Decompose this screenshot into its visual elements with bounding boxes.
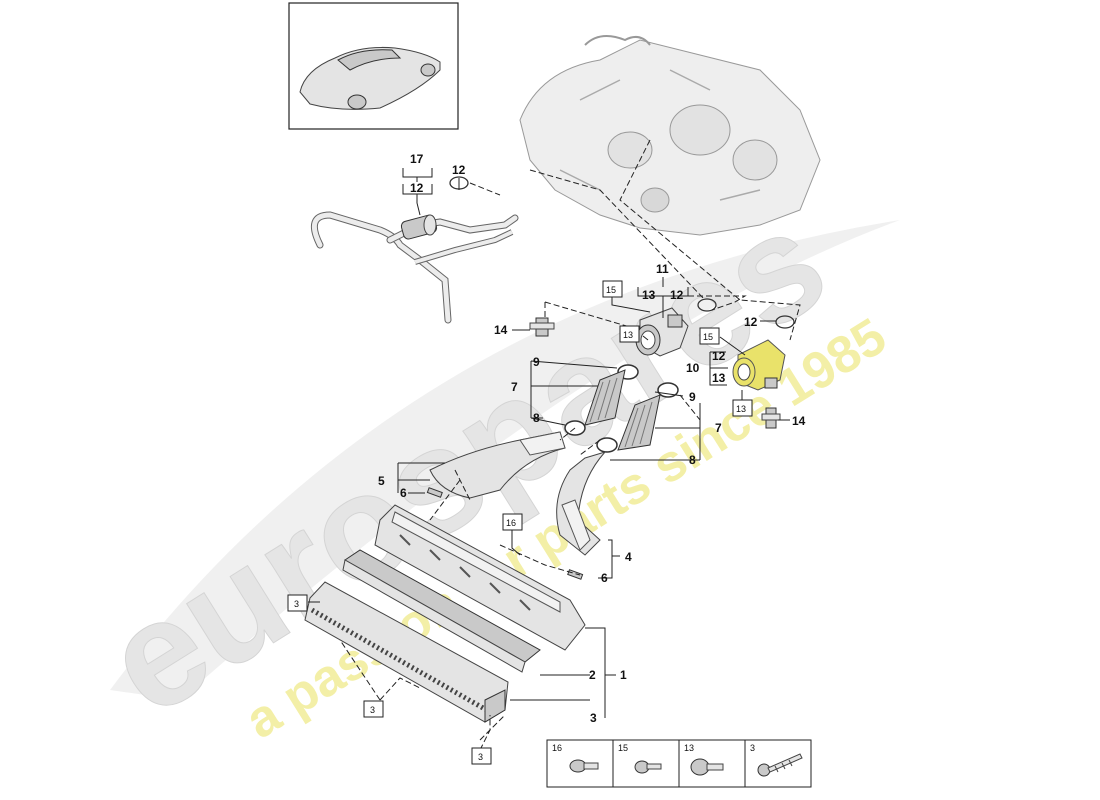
- seal-12-right: [775, 315, 795, 329]
- callouts: 17 12 12 11 13 12 12 14 12 10 13 14 9 7 …: [378, 152, 806, 725]
- callout-4: 4: [625, 550, 632, 564]
- fastener-legend: 16 15 13 3: [546, 739, 812, 788]
- callout-9-right: 9: [689, 390, 696, 404]
- callout-13-bracket-10: 13: [712, 371, 726, 385]
- callout-17: 17: [410, 152, 424, 166]
- boxed-callout-15-right-box: [699, 327, 720, 345]
- self-tapping-screw-icon: [757, 753, 803, 777]
- air-filter-housing-top: [374, 504, 586, 651]
- breather-pipe-17: [310, 211, 519, 324]
- car-roof: [337, 49, 402, 71]
- flat-head-screw-icon: [569, 759, 599, 773]
- vehicle-thumbnail: [288, 2, 459, 130]
- pan-head-screw-icon: [634, 760, 662, 774]
- callout-3: 3: [590, 711, 597, 725]
- boxed-callout-3-lower: 3: [478, 752, 483, 762]
- callout-8-left: 8: [533, 411, 540, 425]
- callout-12-right: 12: [744, 315, 758, 329]
- intake-duct-5: [429, 431, 566, 499]
- callout-5: 5: [378, 474, 385, 488]
- boxed-callout-13-left-box: [619, 325, 640, 343]
- callout-2: 2: [589, 668, 596, 682]
- boxed-callout-16-box: [502, 513, 523, 531]
- callout-6-left: 6: [400, 486, 407, 500]
- boxed-callout-3-housing: 3: [294, 599, 299, 609]
- legend-label-15: 15: [618, 743, 628, 753]
- sensor-14-right: [761, 407, 781, 429]
- legend-label-3: 3: [750, 743, 755, 753]
- callout-12-breather-seal: 12: [452, 163, 466, 177]
- boxed-callout-13-left: 13: [623, 330, 633, 340]
- car-body: [299, 47, 441, 110]
- callout-12-breather-bracket: 12: [410, 181, 424, 195]
- boxed-callouts: 3 3 3 15 13 15 13 16: [287, 280, 753, 765]
- boxed-callout-3-lower-box: [471, 747, 492, 765]
- legend-label-16: 16: [552, 743, 562, 753]
- callout-13-left: 13: [642, 288, 656, 302]
- throttle-body-10: [732, 339, 786, 391]
- boxed-callout-3-housing-box: [287, 594, 308, 612]
- engine-block: [519, 35, 821, 236]
- boxed-callout-15-right: 15: [703, 332, 713, 342]
- sensor-14-left: [529, 317, 555, 337]
- seal-12-left: [697, 298, 717, 312]
- callout-14-right: 14: [792, 414, 806, 428]
- boxed-callout-16: 16: [506, 518, 516, 528]
- car-wheel-rear: [420, 63, 436, 77]
- watermark-swoosh: [110, 220, 900, 700]
- callout-12-left: 12: [670, 288, 684, 302]
- boxed-callout-3-bottom: 3: [370, 705, 375, 715]
- boxed-callout-15-left-box: [602, 280, 623, 298]
- car-wheel-front: [347, 94, 367, 110]
- legend-label-13: 13: [684, 743, 694, 753]
- callout-11: 11: [656, 262, 669, 276]
- callout-8-right: 8: [689, 453, 696, 467]
- leader-lines: [308, 139, 801, 751]
- callout-9-left: 9: [533, 355, 540, 369]
- air-filter-element-2: [342, 549, 541, 673]
- callout-7-left: 7: [511, 380, 518, 394]
- boxed-callout-13-right: 13: [736, 404, 746, 414]
- callout-7-right: 7: [715, 421, 722, 435]
- boxed-callout-15-left: 15: [606, 285, 616, 295]
- screw-6-right: [567, 569, 584, 580]
- boxed-callout-3-bottom-box: [363, 700, 384, 718]
- callout-12-bracket-10: 12: [712, 349, 726, 363]
- callout-1: 1: [620, 668, 627, 682]
- hose-7-left: [564, 364, 639, 436]
- callout-10: 10: [686, 361, 700, 375]
- screw-6-left: [426, 487, 443, 498]
- callout-6-right: 6: [601, 571, 608, 585]
- callout-14-left: 14: [494, 323, 508, 337]
- intake-duct-4: [556, 451, 607, 556]
- air-filter-housing-bottom: [304, 581, 509, 723]
- boxed-callout-13-right-box: [732, 399, 753, 417]
- flange-bolt-icon: [690, 758, 724, 776]
